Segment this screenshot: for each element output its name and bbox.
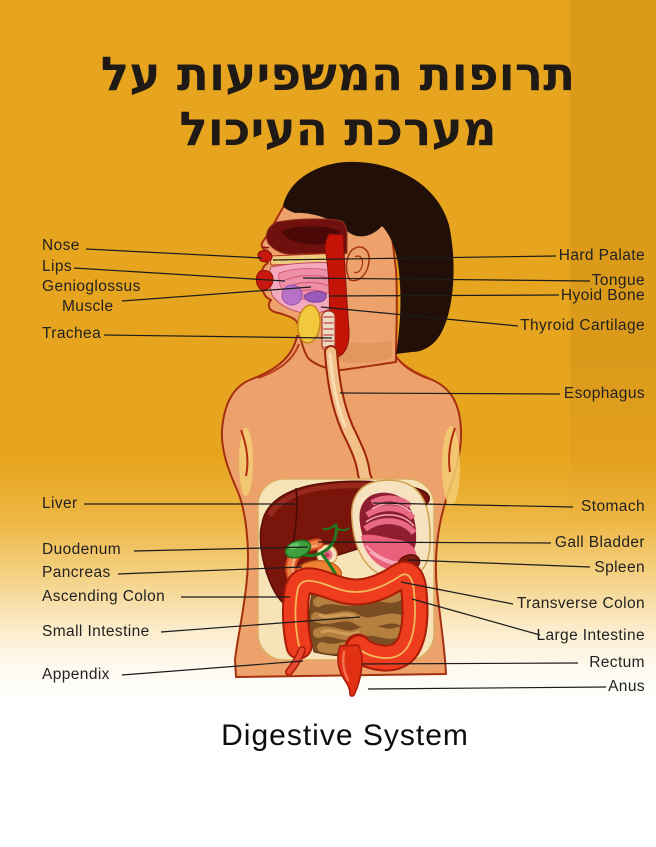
upper-lip-shape [257,250,273,263]
ear-shape [345,246,370,282]
label-liver: Liver [42,495,78,512]
line-stomach [372,502,574,508]
label-spleen: Spleen [594,559,645,576]
line-esophagus [339,392,561,395]
line-lips [73,267,286,282]
label-gall-bladder: Gall Bladder [554,534,645,551]
label-appendix: Appendix [42,666,110,683]
caption-digestive-system: Digestive System [221,719,469,752]
label-rectum: Rectum [589,654,645,671]
line-rectum [361,662,579,665]
genioglossus-muscle-shape [281,284,303,306]
label-lips: Lips [42,258,73,275]
line-hyoid-bone [328,294,560,297]
line-small-intestine [160,616,361,633]
line-anus [367,686,607,690]
appendix-shape [285,646,306,676]
rectum-highlight [341,650,350,682]
leader-lines [73,248,607,690]
abdominal-organs [257,478,435,697]
title-line-2: מערכת העיכול [179,101,497,157]
title-line-1: תרופות המשפיעות על [100,47,576,102]
label-anus: Anus [608,678,645,695]
line-duodenum [133,546,309,552]
line-appendix [121,660,304,676]
line-nose [85,248,263,259]
stomach-rugae-arcs [363,495,417,535]
line-thyroid-cartilage [320,306,519,327]
line-tongue [302,277,591,282]
line-spleen [407,559,591,568]
hyoid-bone-shape [303,291,327,303]
colon-shape [282,560,429,672]
armpit-line-left [240,429,249,477]
nasal-cavity-inner [281,226,340,245]
small-intestine-sheen [318,613,360,636]
poster-title: תרופות המשפיעות על מערכת העיכול [0,47,656,157]
label-nose: Nose [42,237,80,254]
hair-shape [283,161,454,354]
label-genioglossus: Genioglossus [42,278,141,295]
label-hard-palate: Hard Palate [558,247,645,264]
line-pancreas [117,566,303,575]
pylorus-inner [324,552,330,558]
line-hard-palate [272,255,557,261]
nostril-line [262,246,270,249]
label-genioglossus-muscle: Muscle [62,298,114,315]
label-pancreas: Pancreas [42,564,111,581]
label-esophagus: Esophagus [563,385,645,402]
line-large-intestine [411,598,541,636]
label-duodenum: Duodenum [42,541,122,558]
label-small-intestine: Small Intestine [42,623,150,640]
liver-highlight [267,482,418,517]
armpit-highlight-left [239,428,253,496]
label-transverse-colon: Transverse Colon [516,595,645,612]
label-hyoid-bone: Hyoid Bone [560,287,645,304]
thyroid-cartilage-shape [297,304,321,344]
label-tongue: Tongue [591,272,645,289]
collar-line-left [257,343,300,379]
ear-inner-line [353,255,364,274]
armpit-line-right [448,427,456,473]
line-gall-bladder [317,541,552,544]
label-thyroid-cartilage: Thyroid Cartilage [520,317,645,334]
rectum-shape [337,644,363,697]
label-stomach: Stomach [581,498,645,515]
line-trachea [103,334,333,339]
line-transverse-colon [400,581,514,605]
armpit-highlight-right [442,426,460,506]
label-large-intestine: Large Intestine [536,627,645,644]
label-trachea: Trachea [42,325,102,342]
line-genioglossus [121,286,312,302]
label-ascending-colon: Ascending Colon [42,588,166,605]
